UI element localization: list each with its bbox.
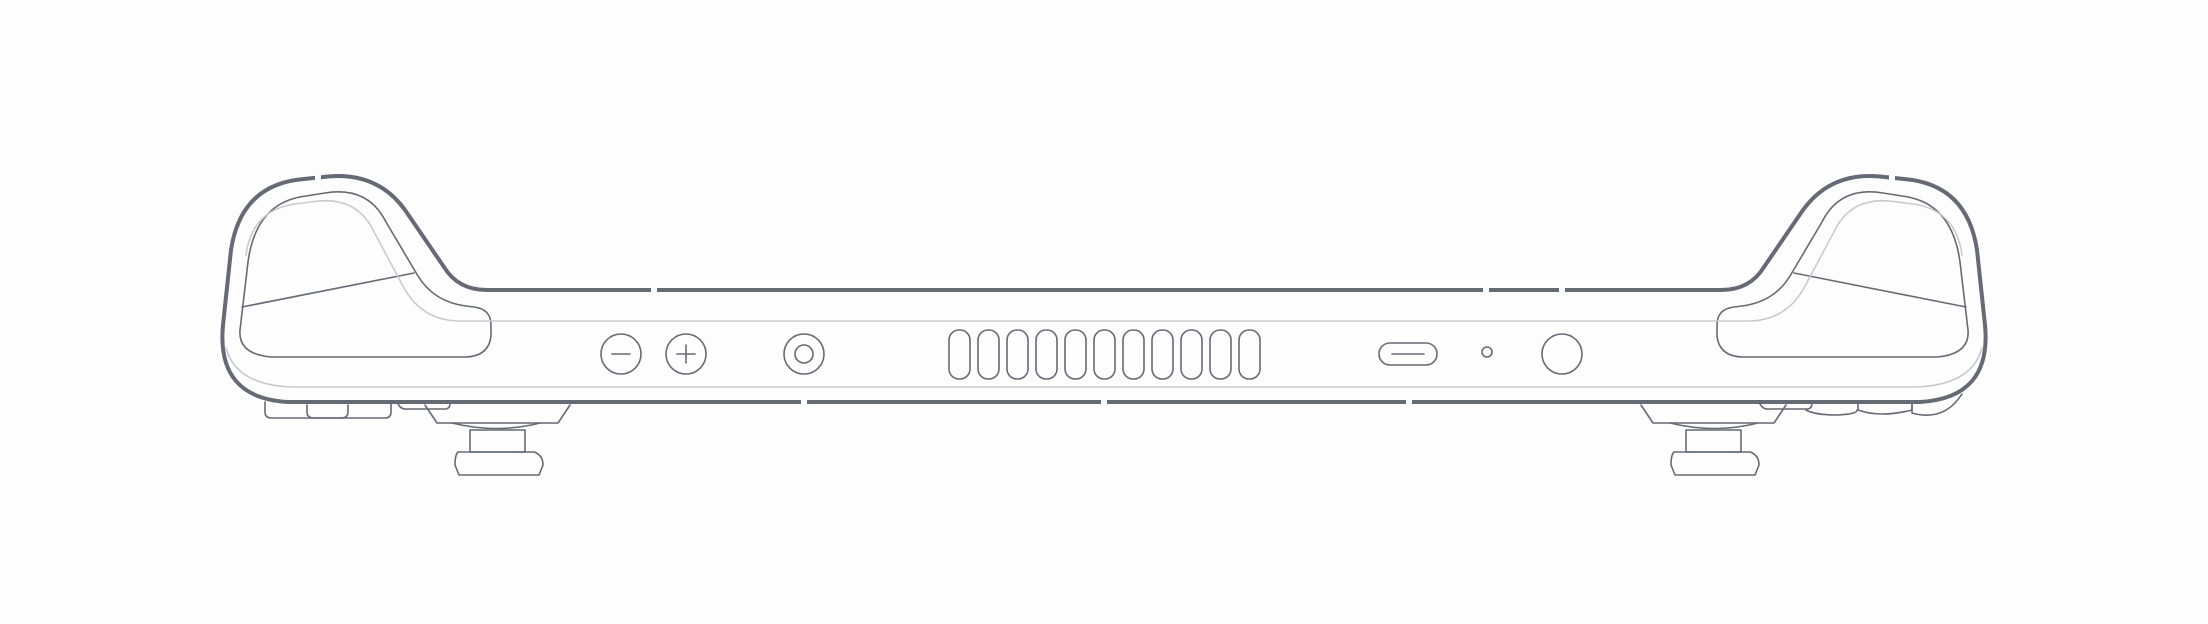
vent-slot bbox=[977, 329, 1000, 380]
vent-slot bbox=[1035, 329, 1058, 380]
vent-slot bbox=[1180, 329, 1203, 380]
usb-c-port[interactable] bbox=[1378, 342, 1438, 366]
vent-slot bbox=[1122, 329, 1145, 380]
device-body-outline bbox=[220, 174, 1988, 404]
status-led bbox=[1481, 346, 1493, 358]
right-grip-inner-contour bbox=[1716, 191, 1969, 358]
left-grip-light-contour bbox=[245, 199, 1963, 322]
right-trigger-assembly[interactable] bbox=[1640, 404, 1787, 476]
right-grip-diagonal-seam bbox=[1793, 272, 1967, 308]
bottom-light-contour bbox=[225, 347, 1983, 388]
plus-icon bbox=[676, 344, 696, 364]
left-bumper-tabs[interactable] bbox=[264, 401, 451, 419]
left-grip-diagonal-seam bbox=[241, 272, 415, 308]
top-edge-seams bbox=[315, 170, 1895, 408]
left-trigger-assembly[interactable] bbox=[424, 404, 571, 476]
volume-up-button[interactable] bbox=[665, 333, 707, 375]
vent-slot bbox=[1006, 329, 1029, 380]
vent-slot bbox=[1209, 329, 1232, 380]
volume-down-button[interactable] bbox=[600, 333, 642, 375]
power-button[interactable] bbox=[1541, 333, 1583, 375]
vent-slot bbox=[948, 329, 971, 380]
ring-icon bbox=[794, 344, 814, 364]
vent-slot bbox=[1238, 329, 1261, 380]
vent-slot bbox=[1064, 329, 1087, 380]
vent-slot bbox=[1151, 329, 1174, 380]
vent-slot bbox=[1093, 329, 1116, 380]
vent-grille bbox=[948, 329, 1261, 380]
right-bumper-tabs[interactable] bbox=[1759, 393, 1963, 416]
audio-jack[interactable] bbox=[783, 333, 825, 375]
left-grip-inner-contour bbox=[239, 191, 492, 358]
